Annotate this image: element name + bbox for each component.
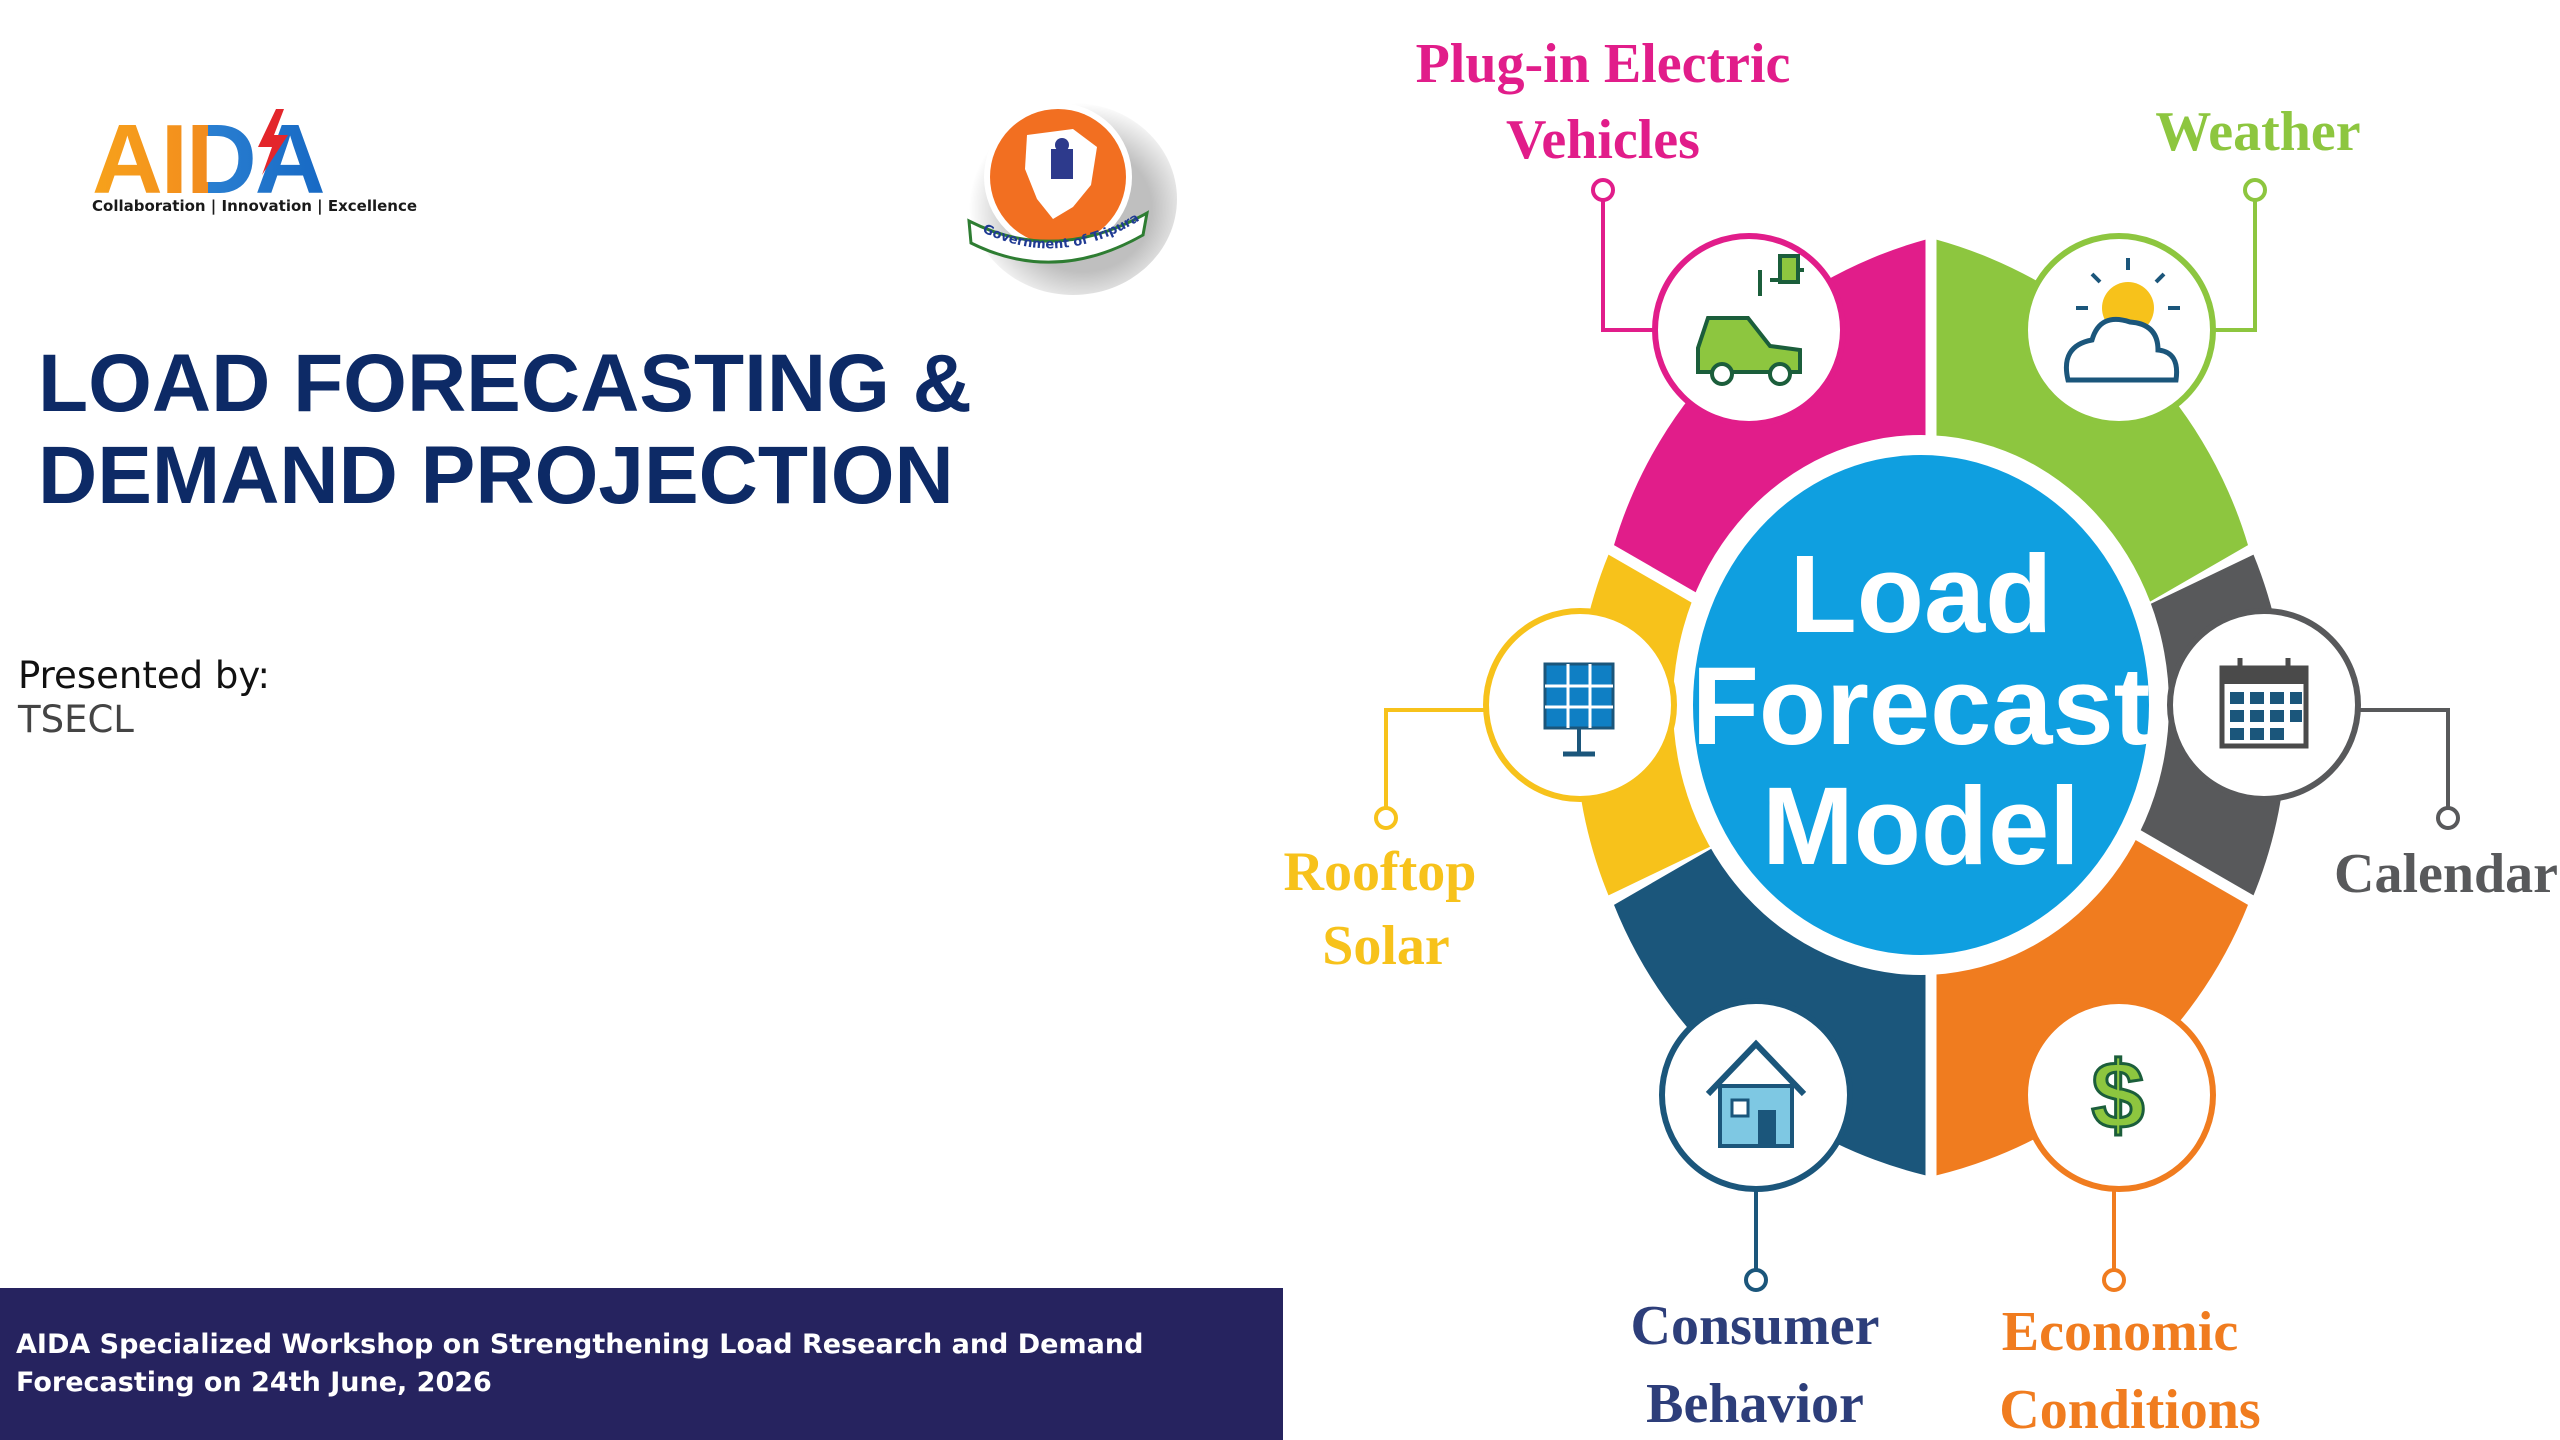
center-line-3: Model <box>1762 765 2080 888</box>
solar-label-line-2: Solar <box>1322 915 1450 977</box>
consumer-connector-dot <box>1744 1268 1768 1292</box>
aida-tagline: Collaboration | Innovation | Excellence <box>92 197 418 215</box>
consumer-label-line-1: Consumer <box>1631 1295 1880 1357</box>
house-icon <box>1705 1039 1807 1148</box>
title-line-1: LOAD FORECASTING & <box>38 338 972 429</box>
calendar-connector-dot <box>2436 806 2460 830</box>
ev-label-line-1: Plug-in Electric <box>1416 33 1791 95</box>
solar-label-line-1: Rooftop <box>1284 841 1477 903</box>
economic-label-line-2: Conditions <box>1999 1379 2260 1440</box>
presenter-name: TSECL <box>18 698 134 741</box>
center-line-1: Load <box>1790 533 2053 656</box>
consumer-label-line-2: Behavior <box>1646 1373 1864 1435</box>
ev-connector <box>1601 200 1655 332</box>
center-line-2: Forecast <box>1692 645 2151 768</box>
solar-connector <box>1384 708 1486 808</box>
presented-by-label: Presented by: <box>18 654 270 697</box>
svg-text:AIDA: AIDA <box>92 104 324 205</box>
electric-car-icon <box>1696 254 1804 386</box>
dollar-icon: $ <box>2090 1041 2146 1151</box>
weather-connector-dot <box>2243 178 2267 202</box>
footer-banner: AIDA Specialized Workshop on Strengtheni… <box>0 1288 1283 1440</box>
solar-panel-icon <box>1543 662 1615 757</box>
aida-wordmark-icon: AIDA <box>92 104 326 205</box>
footer-text: AIDA Specialized Workshop on Strengtheni… <box>16 1329 1144 1398</box>
weather-label: Weather <box>2155 101 2360 163</box>
calendar-connector <box>2358 708 2450 808</box>
sun-cloud-icon <box>2064 258 2180 383</box>
economic-icon-circle <box>2022 998 2216 1192</box>
economic-connector-dot <box>2102 1268 2126 1292</box>
title-line-2: DEMAND PROJECTION <box>38 430 954 521</box>
calendar-icon <box>2219 658 2309 749</box>
government-of-tripura-emblem: Government of Tripura <box>967 103 1177 295</box>
aida-logo: AIDA Collaboration | Innovation | Excell… <box>90 95 417 225</box>
load-forecast-diagram: Load Forecast Model <box>1284 33 2558 1440</box>
center-circle <box>1693 455 2149 955</box>
weather-connector <box>2213 200 2257 332</box>
economic-label-line-1: Economic <box>2002 1301 2238 1363</box>
solar-connector-dot <box>1374 806 1398 830</box>
page-title: LOAD FORECASTING & DEMAND PROJECTION <box>38 338 1138 522</box>
ev-connector-dot <box>1591 178 1615 202</box>
ev-label-line-2: Vehicles <box>1506 109 1700 171</box>
calendar-label: Calendar <box>2334 843 2558 905</box>
svg-text:$: $ <box>2091 1042 2144 1149</box>
